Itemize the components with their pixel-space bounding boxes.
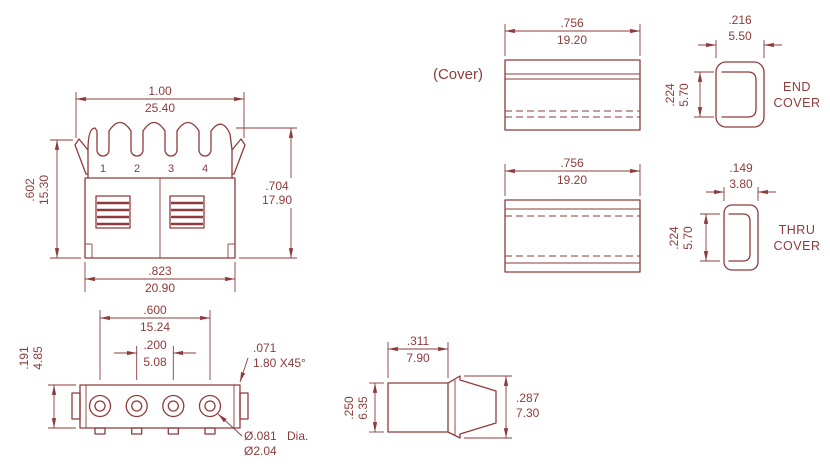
hole-callout-dia-label: Dia. xyxy=(287,429,308,443)
dim-side-height-left-inch: .250 xyxy=(342,396,356,420)
dim-body-width-mm: 20.90 xyxy=(145,281,175,295)
terminal-crown-outline xyxy=(87,121,233,179)
dim-side-height-right-inch: .287 xyxy=(516,391,540,405)
dim-height-left-inch: .602 xyxy=(23,178,37,202)
dim-end-cover-length-inch: .756 xyxy=(560,16,584,30)
bottom-notch-4 xyxy=(204,427,216,435)
terminal-number-4: 4 xyxy=(202,163,208,175)
end-cover-label: END COVER xyxy=(774,80,821,110)
dim-end-cover-length: .756 19.20 xyxy=(504,16,641,56)
front-view: 1 2 3 4 1.00 25.40 .602 15.30 .704 17.9 xyxy=(23,84,297,295)
dim-hole-pitch-mm: 5.08 xyxy=(143,355,167,369)
dim-side-height-right-mm: 7.30 xyxy=(516,406,540,420)
dim-thru-cover-height-inch: .224 xyxy=(667,226,681,250)
dim-thru-cover-length-mm: 19.20 xyxy=(557,173,587,187)
chamfer-callout: .071 1.80 X45° xyxy=(239,341,306,383)
bottom-notch-2 xyxy=(131,427,143,435)
hole-callout: Ø.081 Dia. Ø2.04 xyxy=(217,413,308,458)
dim-thru-cover-width-inch: .149 xyxy=(729,161,753,175)
hole-callout-inch: Ø.081 xyxy=(244,429,277,443)
chamfer-callout-note: 1.80 X45° xyxy=(253,356,306,370)
bottom-notch-1 xyxy=(94,427,106,435)
bottom-notch-3 xyxy=(167,427,179,435)
thru-cover-label: THRU COVER xyxy=(774,223,821,253)
dim-hole-pitch: .200 5.08 xyxy=(114,338,196,380)
dim-body-width: .823 20.90 xyxy=(84,262,236,295)
dim-thru-cover-height-mm: 5.70 xyxy=(681,226,695,250)
side-view-body xyxy=(387,382,449,433)
mounting-hole-2 xyxy=(125,394,148,418)
dim-height-right-mm: 17.90 xyxy=(262,193,292,207)
dim-hole-span: .600 15.24 xyxy=(99,303,211,380)
terminal-number-2: 2 xyxy=(134,163,140,175)
bottom-view-tab-right xyxy=(239,392,249,420)
thru-cover-label-line2: COVER xyxy=(774,239,821,253)
left-wing xyxy=(74,138,89,175)
dim-hole-span-mm: 15.24 xyxy=(140,320,170,334)
dim-thru-cover-length-inch: .756 xyxy=(560,156,584,170)
dim-overall-width-mm: 25.40 xyxy=(145,101,175,115)
dim-end-cover-width-inch: .216 xyxy=(728,13,752,27)
dim-hole-pitch-inch: .200 xyxy=(143,338,167,352)
terminal-number-1: 1 xyxy=(100,163,106,175)
dim-end-cover-height-mm: 5.70 xyxy=(677,83,691,107)
dim-side-height-left: .250 6.35 xyxy=(342,382,384,433)
dim-thru-cover-width: .149 3.80 xyxy=(706,161,776,201)
end-cover-label-line2: COVER xyxy=(774,96,821,110)
chamfer-callout-inch: .071 xyxy=(253,341,277,355)
bottom-view-outline xyxy=(79,384,241,429)
dim-hole-span-inch: .600 xyxy=(143,303,167,317)
dim-end-cover-width-mm: 5.50 xyxy=(728,29,752,43)
dim-end-cover-height-inch: .224 xyxy=(663,83,677,107)
thru-cover-top-view xyxy=(504,199,641,273)
dim-body-width-inch: .823 xyxy=(148,264,172,278)
dim-thickness-inch: .191 xyxy=(17,346,31,370)
right-wing xyxy=(231,138,246,175)
hole-callout-mm: Ø2.04 xyxy=(244,444,277,458)
end-cover-label-line1: END xyxy=(783,80,811,94)
dim-thru-cover-height: .224 5.70 xyxy=(667,213,720,262)
dim-height-left: .602 15.30 xyxy=(23,139,81,259)
mounting-hole-4 xyxy=(198,394,222,418)
dim-overall-width-inch: 1.00 xyxy=(148,84,172,98)
vent-grille-right xyxy=(169,195,205,229)
side-view-latch xyxy=(447,375,497,439)
dim-thru-cover-length: .756 19.20 xyxy=(504,156,641,196)
dim-end-cover-length-mm: 19.20 xyxy=(557,33,587,47)
thru-cover-side-view xyxy=(723,204,759,271)
dim-end-cover-height: .224 5.70 xyxy=(663,71,714,118)
dim-thickness: .191 4.85 xyxy=(17,346,76,429)
side-view: .311 7.90 .250 6.35 .287 7.30 xyxy=(342,334,540,439)
dim-thru-cover-width-mm: 3.80 xyxy=(729,177,753,191)
dim-thickness-mm: 4.85 xyxy=(31,346,45,370)
dim-end-cover-width: .216 5.50 xyxy=(698,13,782,58)
dim-side-width: .311 7.90 xyxy=(387,334,449,378)
end-cover-side-view xyxy=(715,61,765,128)
dim-overall-width: 1.00 25.40 xyxy=(75,84,245,138)
dim-side-width-inch: .311 xyxy=(407,334,430,348)
vent-grille-left xyxy=(95,195,131,229)
mounting-hole-3 xyxy=(162,394,185,418)
dim-side-height-right: .287 7.30 xyxy=(464,375,540,439)
dim-height-right-inch: .704 xyxy=(265,179,289,193)
end-cover-top-view xyxy=(504,59,641,131)
covers-section: (Cover) .756 19.20 .216 xyxy=(433,13,821,273)
mounting-hole-1 xyxy=(88,394,112,418)
dim-height-right: .704 17.90 xyxy=(236,127,297,259)
covers-section-label: (Cover) xyxy=(433,66,483,83)
thru-cover-label-line1: THRU xyxy=(779,223,816,237)
dim-side-height-left-mm: 6.35 xyxy=(356,396,370,420)
terminal-number-3: 3 xyxy=(168,163,174,175)
dim-side-width-mm: 7.90 xyxy=(406,351,430,365)
bottom-view-tab-left xyxy=(71,392,81,420)
dim-height-left-mm: 15.30 xyxy=(37,175,51,205)
bottom-view: .600 15.24 .200 5.08 .191 4.85 .071 1.80… xyxy=(17,303,308,458)
